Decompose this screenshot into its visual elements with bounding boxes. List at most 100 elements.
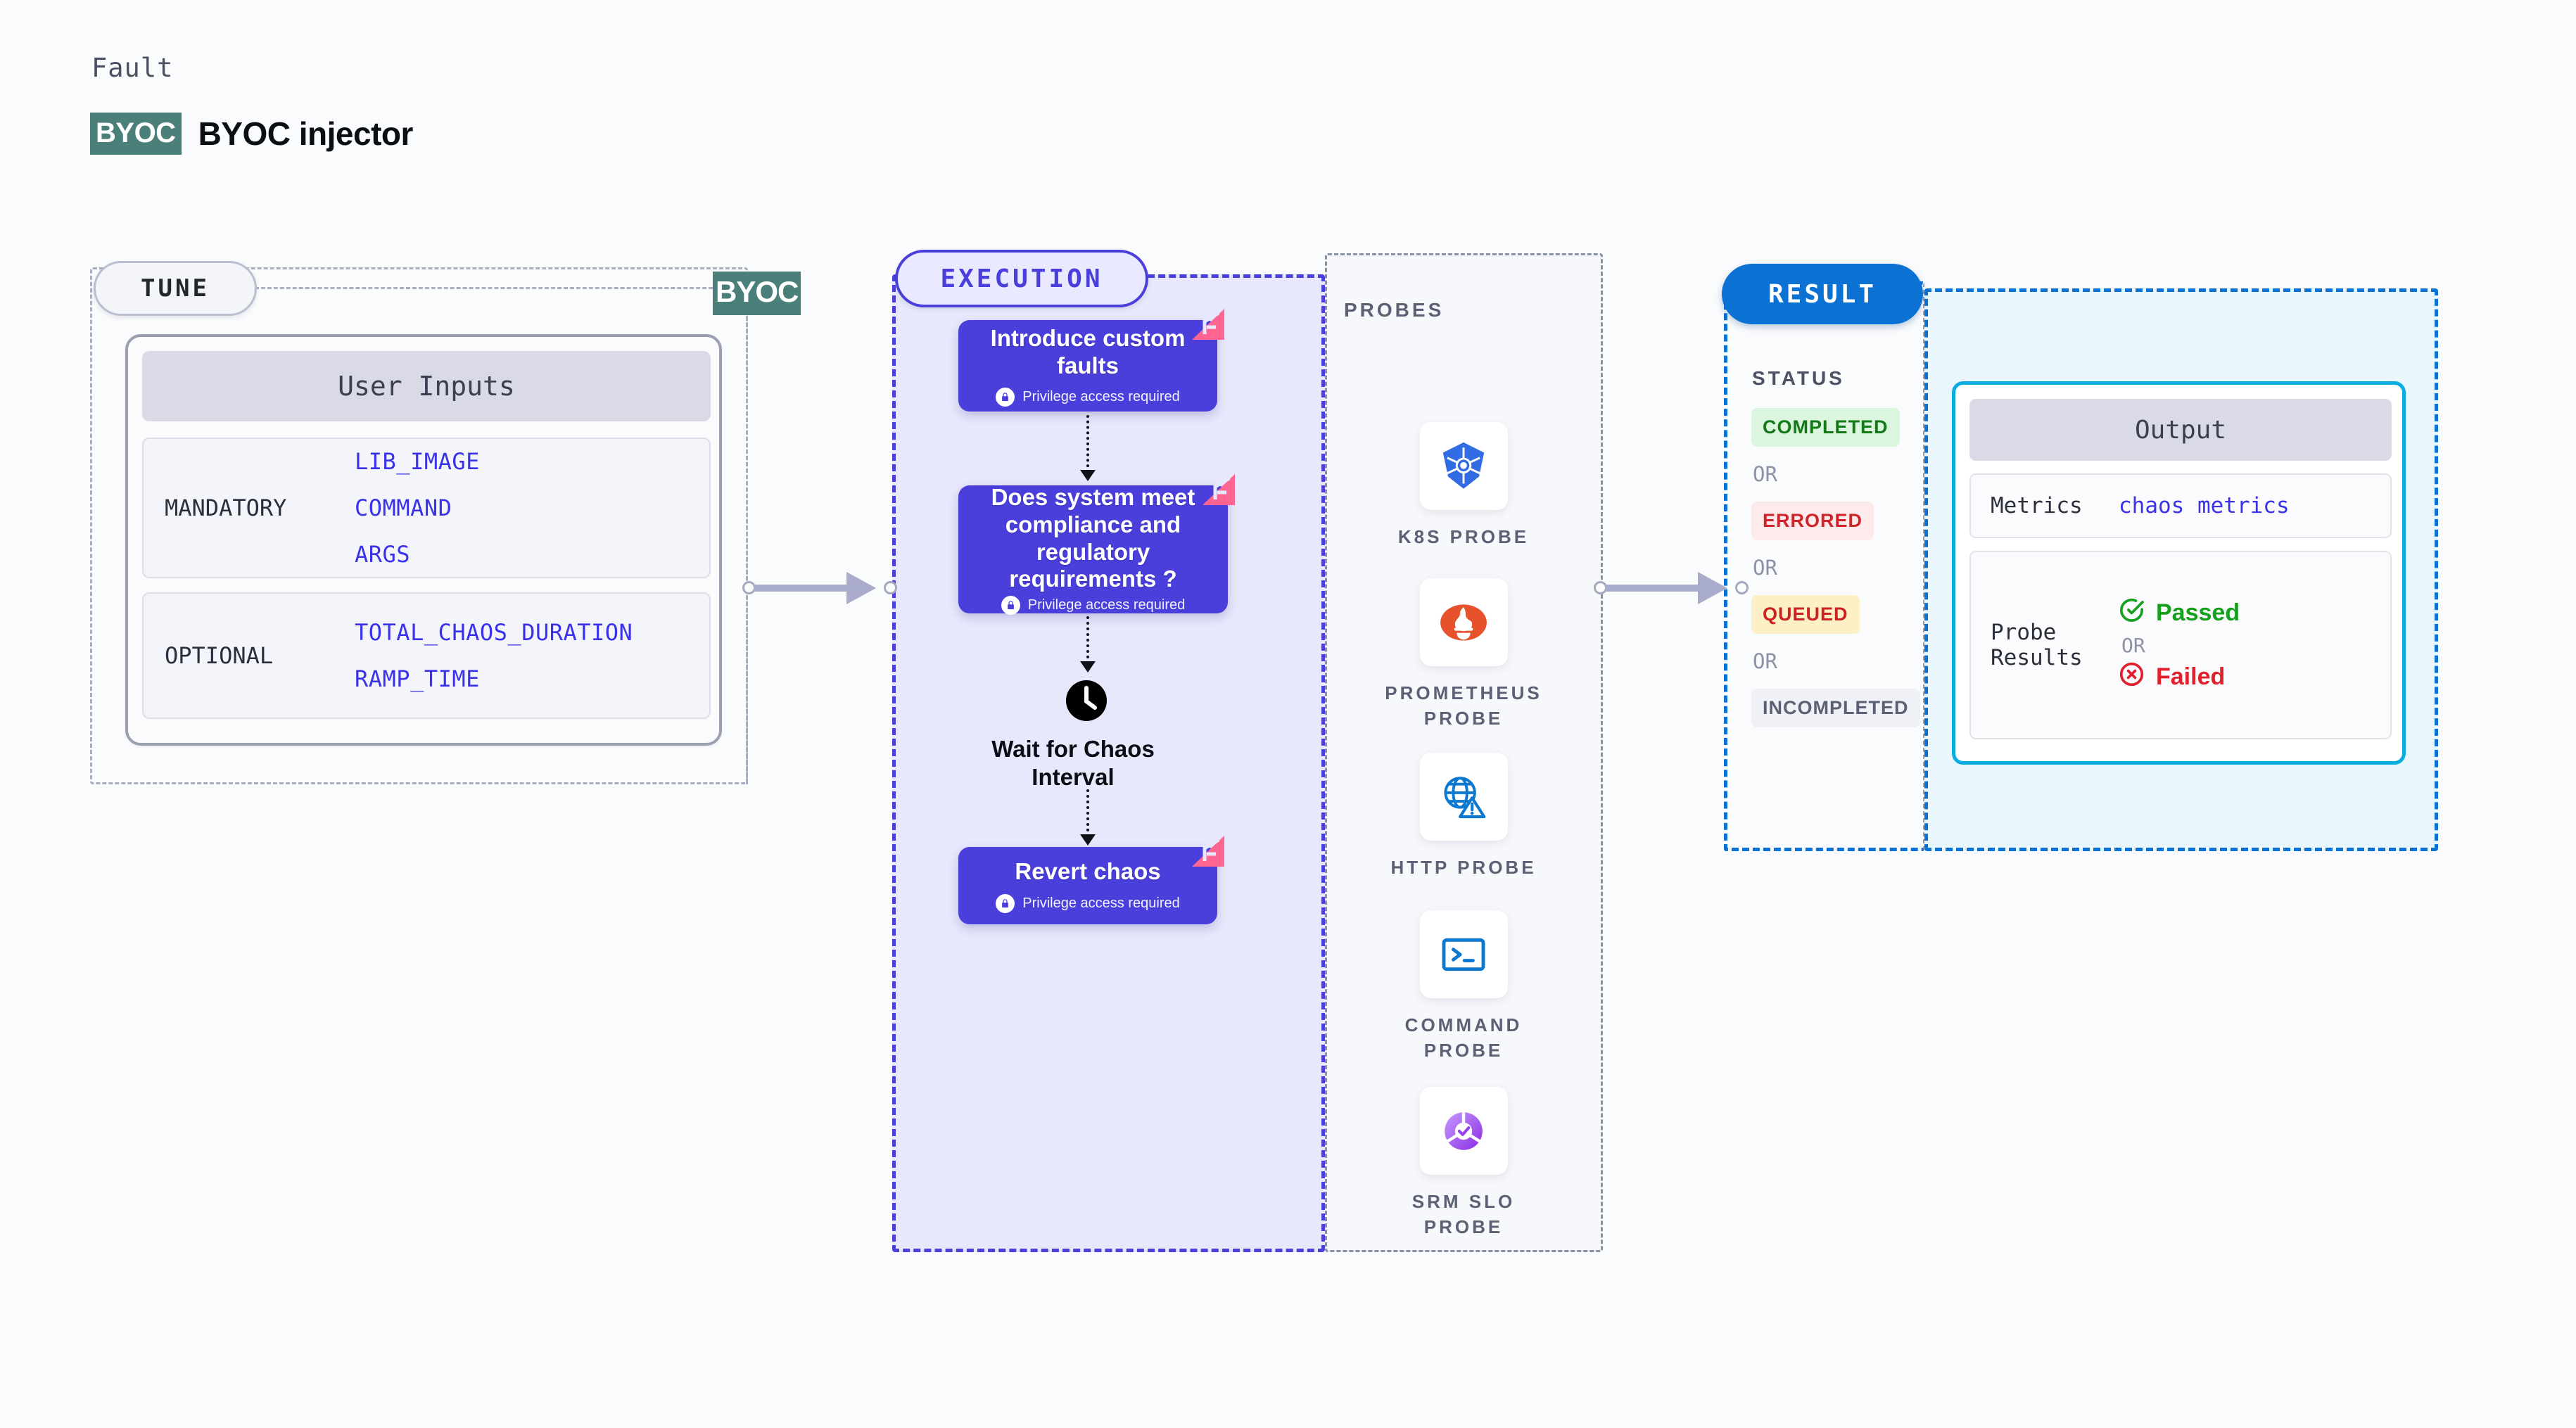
probe-label: K8S PROBE: [1376, 524, 1552, 549]
probe-result-passed: Passed: [2119, 597, 2240, 630]
mandatory-label: MANDATORY: [165, 495, 287, 521]
connector-2: [1086, 616, 1089, 664]
check-circle-icon: [2119, 597, 2145, 630]
input-command[interactable]: COMMAND: [355, 495, 452, 521]
arrow-shaft: [754, 585, 859, 592]
metrics-key: Metrics: [1991, 493, 2083, 518]
harness-logo-icon: [1200, 471, 1238, 513]
privilege-note-text: Privilege access required: [1022, 895, 1180, 911]
privilege-note-text: Privilege access required: [1022, 389, 1180, 405]
status-section-label: STATUS: [1752, 367, 1845, 389]
probe-results-key-line1: Probe: [1991, 620, 2057, 645]
flow-card-title: Introduce custom faults: [990, 324, 1186, 378]
privilege-note: Privilege access required: [1001, 596, 1186, 616]
connector-2-head: [1080, 661, 1096, 672]
connector-3-head: [1080, 834, 1096, 846]
page-title-row: BYOC BYOC injector: [90, 113, 413, 155]
execution-stage-pill[interactable]: EXECUTION: [895, 250, 1148, 307]
status-badge-completed: COMPLETED: [1751, 408, 1900, 447]
probe-result-failed: Failed: [2119, 661, 2240, 694]
metrics-value-link[interactable]: chaos metrics: [2119, 493, 2290, 518]
harness-logo-icon: [1189, 306, 1227, 348]
status-badge-incompleted: INCOMPLETED: [1751, 689, 1920, 727]
mandatory-inputs-block: MANDATORY LIB_IMAGE COMMAND ARGS: [142, 438, 711, 578]
user-inputs-card: User Inputs MANDATORY LIB_IMAGE COMMAND …: [125, 334, 722, 746]
arrow-head: [1698, 572, 1727, 604]
probe-result-passed-label: Passed: [2156, 599, 2240, 626]
flow-card-compliance-check[interactable]: Does system meet compliance and regulato…: [958, 474, 1235, 616]
probe-item-prometheus[interactable]: PROMETHEUS PROBE: [1376, 578, 1552, 732]
probe-item-command[interactable]: COMMAND PROBE: [1376, 910, 1552, 1064]
arrow-execution-to-result: [1594, 566, 1749, 608]
probe-results-values: Passed OR Failed: [2119, 597, 2240, 694]
connector-3: [1086, 789, 1089, 837]
output-row-metrics: Metrics chaos metrics: [1969, 473, 2392, 538]
tune-stage-pill[interactable]: TUNE: [94, 261, 257, 316]
flow-card-title: Does system meet compliance and regulato…: [991, 483, 1195, 592]
slo-donut-icon: [1419, 1087, 1508, 1175]
status-list: COMPLETED OR ERRORED OR QUEUED OR INCOMP…: [1751, 408, 1927, 727]
privilege-note: Privilege access required: [996, 893, 1180, 913]
probe-results-key: Probe Results: [1971, 620, 2119, 670]
status-badge-queued: QUEUED: [1751, 595, 1860, 634]
prometheus-icon: [1419, 578, 1508, 666]
wait-label-line1: Wait for Chaos: [991, 736, 1155, 762]
optional-inputs-block: OPTIONAL TOTAL_CHAOS_DURATION RAMP_TIME: [142, 592, 711, 719]
lock-icon: [996, 893, 1015, 913]
probe-label: SRM SLO PROBE: [1376, 1189, 1552, 1240]
probe-label-line1: K8S PROBE: [1397, 526, 1530, 547]
page-title: BYOC injector: [198, 115, 414, 152]
execution-section: [892, 274, 1325, 1252]
probe-label-line2: PROBE: [1423, 708, 1504, 729]
probe-result-failed-label: Failed: [2156, 663, 2226, 690]
probe-label: COMMAND PROBE: [1376, 1012, 1552, 1064]
input-lib-image[interactable]: LIB_IMAGE: [355, 448, 480, 475]
probe-results-key-line2: Results: [1991, 645, 2083, 670]
status-badge-errored: ERRORED: [1751, 502, 1874, 540]
status-or-1: OR: [1753, 462, 1777, 486]
probe-label: PROMETHEUS PROBE: [1376, 680, 1552, 732]
result-section: [1724, 281, 1924, 851]
connector-1: [1086, 415, 1089, 473]
lock-icon: [1001, 596, 1020, 616]
result-stage-pill[interactable]: RESULT: [1722, 264, 1923, 324]
output-card: Output Metrics chaos metrics Probe Resul…: [1952, 381, 2406, 765]
probe-item-k8s[interactable]: K8S PROBE: [1376, 422, 1552, 549]
probe-label-line2: PROBE: [1423, 1040, 1504, 1062]
user-inputs-header: User Inputs: [142, 351, 711, 421]
optional-label: OPTIONAL: [165, 642, 274, 669]
arrow-end-dot: [1735, 581, 1749, 594]
input-ramp-time[interactable]: RAMP_TIME: [355, 665, 480, 692]
lock-icon: [996, 388, 1015, 407]
optional-values: TOTAL_CHAOS_DURATION RAMP_TIME: [355, 619, 633, 692]
privilege-note: Privilege access required: [996, 388, 1180, 407]
probe-label-line2: PROBE: [1423, 1216, 1504, 1238]
kubernetes-icon: [1419, 422, 1508, 510]
arrow-shaft: [1605, 585, 1711, 592]
input-total-chaos-duration[interactable]: TOTAL_CHAOS_DURATION: [355, 619, 633, 646]
tune-top-dashed-connector: [255, 287, 719, 289]
arrow-tune-to-execution: [742, 566, 897, 608]
x-circle-icon: [2119, 661, 2145, 694]
globe-warning-icon: [1419, 753, 1508, 841]
tune-right-dashed-divider: [746, 310, 748, 784]
probe-item-srm-slo[interactable]: SRM SLO PROBE: [1376, 1087, 1552, 1240]
byoc-connector-badge: BYOC: [713, 272, 801, 315]
wait-clock-icon: [1065, 679, 1108, 726]
probes-section-label: PROBES: [1344, 299, 1445, 321]
probe-result-or: OR: [2121, 633, 2145, 657]
output-card-header: Output: [1969, 399, 2392, 461]
terminal-icon: [1419, 910, 1508, 998]
flow-card-revert-chaos[interactable]: Revert chaos Privilege access required: [958, 836, 1224, 924]
privilege-note-text: Privilege access required: [1027, 597, 1186, 613]
flow-card-introduce-custom-faults[interactable]: Introduce custom faults Privilege access…: [958, 309, 1224, 412]
status-or-2: OR: [1753, 556, 1777, 580]
wait-label-line2: Interval: [1032, 763, 1115, 790]
harness-logo-icon: [1189, 833, 1227, 874]
probe-item-http[interactable]: HTTP PROBE: [1376, 753, 1552, 880]
input-args[interactable]: ARGS: [355, 541, 411, 568]
output-row-probe-results: Probe Results Passed OR: [1969, 551, 2392, 739]
probe-label-line1: COMMAND: [1404, 1014, 1523, 1035]
connector-1-head: [1080, 470, 1096, 481]
